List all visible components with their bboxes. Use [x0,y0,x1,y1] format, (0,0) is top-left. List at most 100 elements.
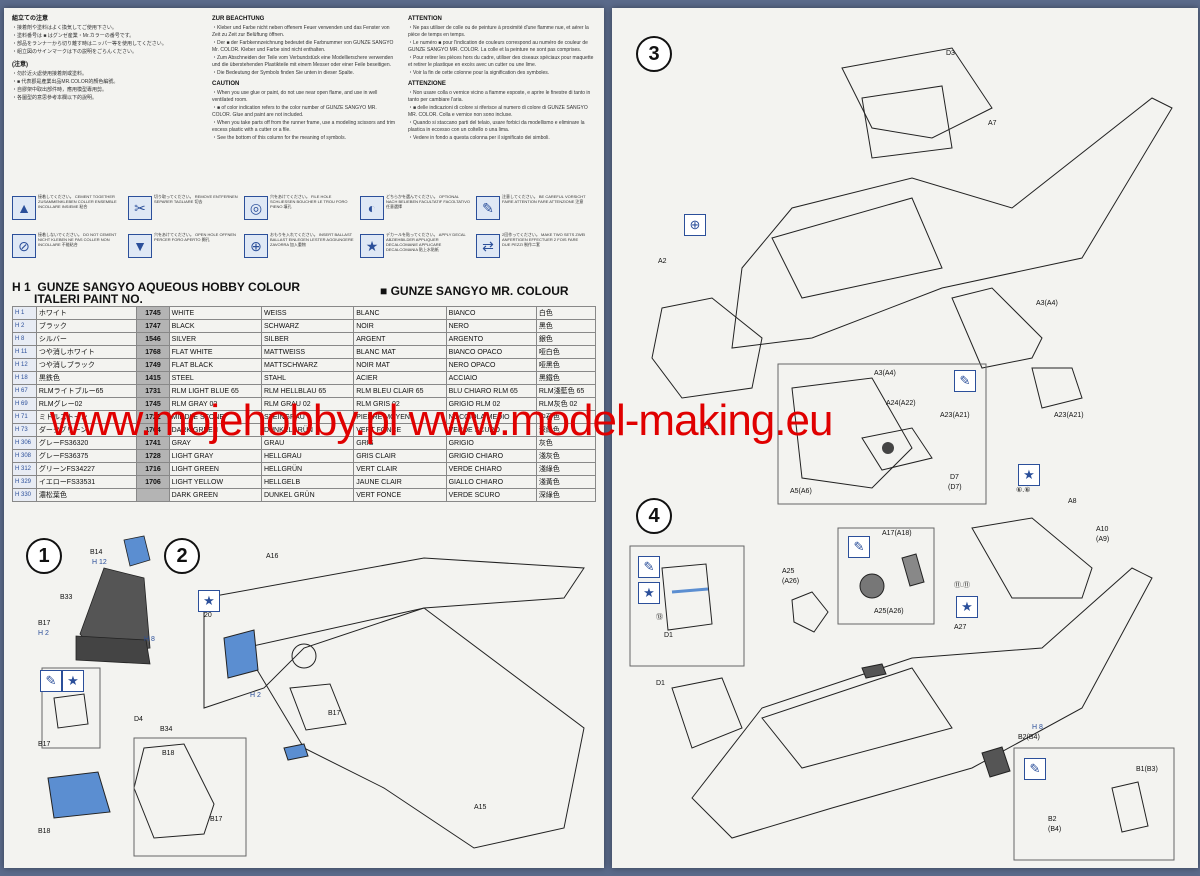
label-b33: B33 [60,594,73,601]
label-a17-a18: A17(A18) [882,530,912,537]
symbol-cement: ▲接着してください。 CEMENT TOGETHER ZUSAMMENKLEBE… [12,194,122,224]
paint-table-header: H 1 GUNZE SANGYO AQUEOUS HOBBY COLOUR IT… [12,280,596,306]
paint-cell-jp: ブラック [35,319,138,333]
star-icon: ★ [956,596,978,618]
paint-cell-en: STEEL [168,371,262,385]
label-h8-b: H 8 [1032,724,1043,731]
paint-cell-num: 1728 [136,449,170,463]
label-b4: (B4) [1048,826,1062,833]
paint-cell-fr: BLANC MAT [353,345,447,359]
paint-cell-code: H 330 [12,488,37,502]
paint-cell-code: H 329 [12,475,37,489]
paint-cell-cn: 深綠色 [535,488,597,502]
label-decal-11: ⑪.⑪ [954,582,970,589]
label-decal-20: 20 [204,612,212,619]
step-1-number: 1 [26,538,62,574]
two-sets-icon: ⇄ [476,234,500,258]
paint-cell-jp: つや消しブラック [35,358,138,372]
paint-cell-code: H 308 [12,449,37,463]
notes-de-en: ZUR BEACHTUNG ・Kleber und Farbe nicht ne… [212,16,396,141]
paint-cell-cn: 白色 [535,306,597,320]
paint-cell-it: GRIGIO CHIARO [445,449,537,463]
label-b18-a: B18 [162,750,175,757]
symbol-ballast: ⊕おもりを入れてください。 INSERT BALLAST BALLAST EIN… [244,232,354,262]
paint-cell-en: MIDDLE STONE [168,410,262,424]
brush-icon: ✎ [638,556,660,578]
symbol-remove: ✂切り取ってください。 REMOVE ENTFERNEN SEPARER TAG… [128,194,238,224]
paint-cell-jp: つや消しホワイト [35,345,138,359]
label-a1: A1 [702,424,711,431]
label-h2-b: H 2 [250,692,261,699]
italeri-title: ITALERI PAINT NO. [34,292,143,306]
paint-cell-num: 1546 [136,332,170,346]
watermark: www.mojehobby.pl www.model-making.eu [50,396,833,445]
paint-cell-jp: 濃松葉色 [35,488,138,502]
label-b18-b: B18 [38,828,51,835]
brush-icon: ✎ [954,370,976,392]
label-a3-a4-b: A3(A4) [874,370,896,377]
paint-cell-de: SCHWARZ [260,319,355,333]
brush-icon: ✎ [476,196,500,220]
label-a8: A8 [1068,498,1077,505]
paint-cell-de: STAHL [260,371,355,385]
paint-cell-en: LIGHT GREEN [168,462,262,476]
step-4-number: 4 [636,498,672,534]
paint-cell-de: SILBER [260,332,355,346]
star-icon: ★ [360,234,384,258]
paint-cell-num: 1764 [136,423,170,437]
label-a25-a26: A25(A26) [874,608,904,615]
paint-cell-jp: ホワイト [35,306,138,320]
paint-cell-code: H 73 [12,423,37,437]
paint-cell-fr: ARGENT [353,332,447,346]
label-b17-a: B17 [38,620,51,627]
label-a25: A25 [782,568,795,575]
ballast-icon: ⊕ [244,234,268,258]
notes-fr-it: ATTENTION ・Ne pas utiliser de colle ou d… [408,16,594,141]
label-decal-6: ⑥.⑥ [1016,487,1031,494]
paint-cell-fr: ACIER [353,371,447,385]
label-d1-a: D1 [664,632,673,639]
paint-cell-it: ARGENTO [445,332,537,346]
paint-cell-num: 1741 [136,436,170,450]
paint-cell-it: VERDE CHIARO [445,462,537,476]
paint-cell-fr: GRIS CLAIR [353,449,447,463]
step-3-4-diagram [629,47,1175,861]
paint-cell-it: VERDE SCURO [445,488,537,502]
paint-cell-en: LIGHT GRAY [168,449,262,463]
label-a5-a6: A5(A6) [790,488,812,495]
step-3-number: 3 [636,36,672,72]
label-a24-a22: A24(A22) [886,400,916,407]
paint-cell-de: DUNKEL GRÜN [260,488,355,502]
label-b2-b4: B2(B4) [1018,734,1040,741]
paint-cell-en: FLAT BLACK [168,358,262,372]
label-a7: A7 [988,120,997,127]
paint-cell-de: MATTSCHWARZ [260,358,355,372]
paint-cell-num: 1415 [136,371,170,385]
paint-cell-it: BIANCO [445,306,537,320]
star-icon: ★ [198,590,220,612]
label-a16: A16 [266,553,279,560]
symbol-file-hole: ◎穴をあけてください。 FILE HOLE SCHLIESSEN BOUCHER… [244,194,354,224]
paint-cell-code: H 312 [12,462,37,476]
label-a27: A27 [954,624,967,631]
ballast-icon: ⊕ [684,214,706,236]
scissors-icon: ✂ [128,196,152,220]
paint-cell-it: NERO OPACO [445,358,537,372]
paint-cell-cn: 銀色 [535,332,597,346]
paint-cell-cn: 淺灰色 [535,449,597,463]
paint-cell-it: GIALLO CHIARO [445,475,537,489]
label-a23-a21-a: A23(A21) [940,412,970,419]
paint-cell-fr: NOIR MAT [353,358,447,372]
paint-cell-it: NERO [445,319,537,333]
paint-cell-cn: 哑白色 [535,345,597,359]
paint-cell-cn: 淺綠色 [535,462,597,476]
label-a2: A2 [658,258,667,265]
paint-cell-cn: 黑色 [535,319,597,333]
label-a9: (A9) [1096,536,1110,543]
paint-cell-de: HELLGELB [260,475,355,489]
